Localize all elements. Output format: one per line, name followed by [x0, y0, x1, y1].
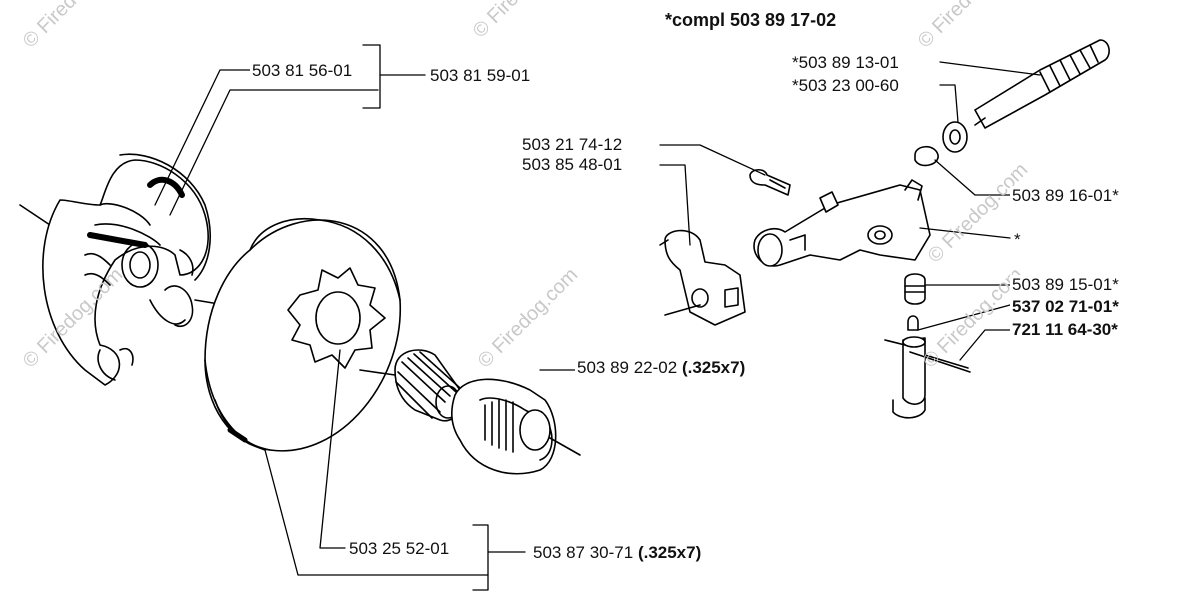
part-label: 503 89 16-01*	[1010, 186, 1121, 206]
part-variant: (.325x7)	[681, 358, 746, 377]
assembly-title: *compl 503 89 17-02	[665, 10, 837, 30]
needle-bearing	[359, 349, 464, 422]
oil-pump-assembly	[659, 39, 1110, 419]
clutch-drum	[204, 218, 401, 452]
part-label: *	[1012, 230, 1023, 250]
clutch-shoes	[19, 153, 226, 386]
part-label: 503 85 48-01	[520, 155, 625, 175]
part-label: 503 21 74-12	[520, 135, 625, 155]
part-label: 503 87 30-71 (.325x7)	[531, 543, 704, 563]
part-label: 503 89 22-02 (.325x7)	[575, 358, 748, 378]
leader-lines-left	[154, 44, 576, 591]
part-label: 537 02 71-01*	[1010, 297, 1121, 317]
part-variant: (.325x7)	[637, 543, 702, 562]
part-label: *503 89 13-01	[790, 53, 901, 73]
part-label: 503 89 15-01*	[1010, 275, 1121, 295]
part-number: 503 87 30-71	[533, 543, 634, 562]
leader-lines-right	[659, 61, 1041, 361]
part-label: 503 81 56-01	[250, 61, 355, 81]
part-label: 721 11 64-30*	[1010, 320, 1120, 340]
part-label: 503 25 52-01	[347, 539, 452, 559]
rim-sprocket	[450, 378, 581, 475]
part-number: 503 89 22-02	[577, 358, 678, 377]
part-label: *503 23 00-60	[790, 76, 901, 96]
part-label: 503 81 59-01	[428, 66, 533, 86]
